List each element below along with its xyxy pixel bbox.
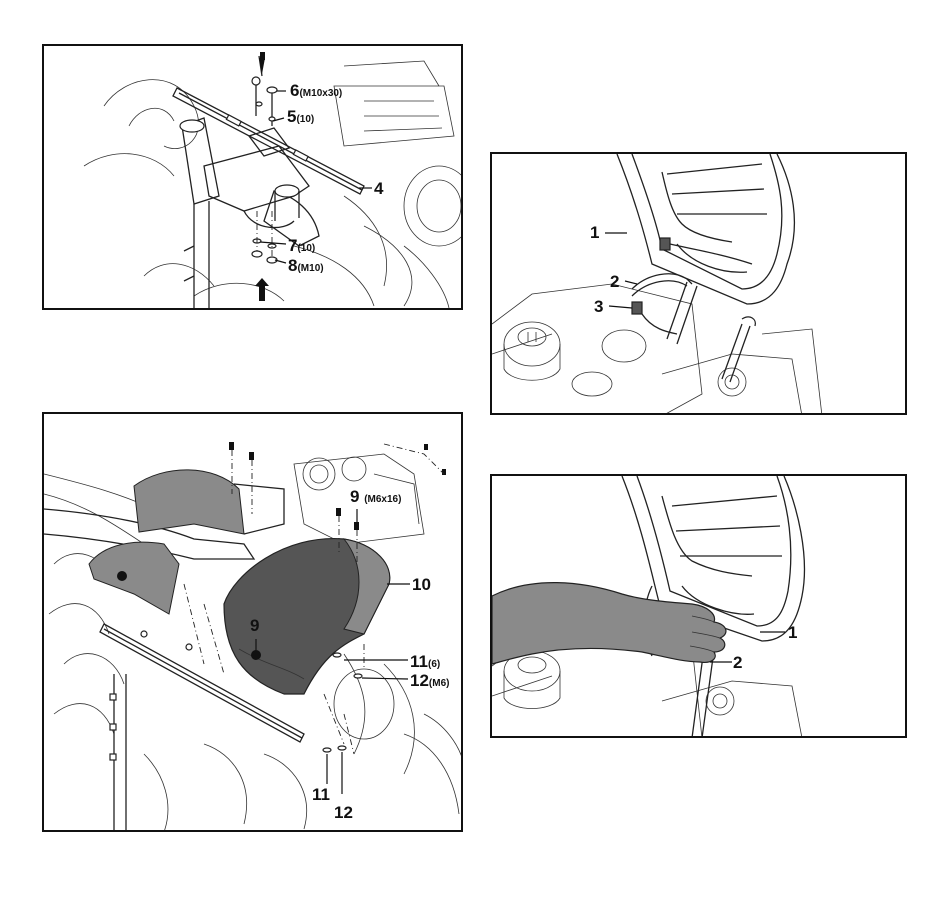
label-5: 5(10) — [287, 108, 314, 125]
label-11-right: 11(6) — [410, 653, 440, 670]
label-4: 4 — [374, 180, 383, 197]
panel-handlebar-bracket: 6(M10x30) 5(10) 4 7(10) 8(M10) — [42, 44, 463, 310]
label-9-top: 9 (M6x16) — [350, 488, 401, 505]
label-1: 1 — [590, 224, 599, 241]
handlebar-bracket-drawing — [44, 46, 463, 310]
label-10: 10 — [412, 576, 431, 593]
cable-routing-drawing — [492, 154, 907, 415]
cover-attach-drawing — [492, 476, 907, 738]
panel-cover-attach: 1 2 — [490, 474, 907, 738]
label-8: 8(M10) — [288, 257, 324, 274]
label-12-right: 12(M6) — [410, 672, 449, 689]
panel-fenders: 9 (M6x16) 10 9 11(6) 12(M6) 11 12 — [42, 412, 463, 832]
label-2: 2 — [733, 654, 742, 671]
panel-cable-routing: 1 2 3 — [490, 152, 907, 415]
label-11-bottom: 11 — [312, 786, 330, 803]
label-9-bottom: 9 — [250, 617, 259, 634]
label-12-bottom: 12 — [334, 804, 353, 821]
label-6: 6(M10x30) — [290, 82, 342, 99]
label-2: 2 — [610, 273, 619, 290]
label-1: 1 — [788, 624, 797, 641]
label-3: 3 — [594, 298, 603, 315]
label-7: 7(10) — [288, 237, 315, 254]
